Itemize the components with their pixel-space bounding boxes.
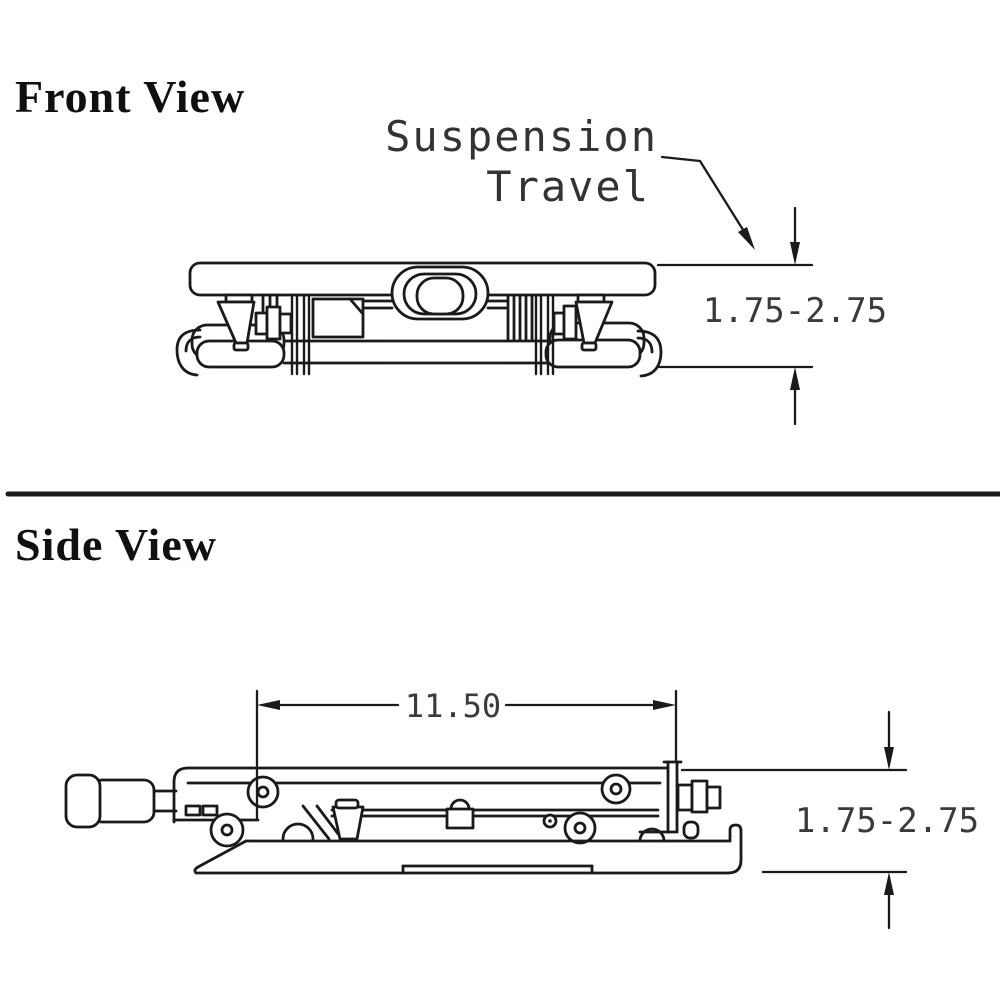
arrow-right-icon: [653, 700, 676, 710]
front-left-hanger: [216, 293, 293, 352]
front-right-hook: [636, 329, 663, 378]
callout-line-2: Travel: [486, 162, 650, 211]
front-view-drawing: [175, 261, 663, 378]
side-rollers: [209, 773, 632, 848]
arrow-up-icon: [790, 367, 800, 390]
side-width-dimension-value: 11.50: [404, 687, 502, 725]
arrow-down-icon: [790, 242, 800, 265]
suspension-travel-callout: Suspension Travel: [360, 112, 658, 212]
suspension-travel-leader-line: [660, 155, 752, 243]
side-view-dimensions: [255, 689, 908, 930]
front-height-dimension-value: 1.75-2.75: [702, 291, 888, 331]
front-center-bumper: [390, 265, 490, 321]
side-adjuster-knob: [64, 773, 178, 829]
front-right-hanger: [506, 293, 614, 352]
side-view-title: Side View: [15, 519, 217, 570]
side-view-drawing: [64, 760, 743, 875]
leader-arrowhead-icon: [738, 227, 755, 250]
arrow-down-icon: [884, 747, 894, 770]
front-left-hook: [175, 328, 202, 377]
front-vertical-posts: [290, 293, 555, 376]
arrow-left-icon: [257, 700, 280, 710]
width-dimension-lines: [255, 689, 678, 822]
side-height-dimension-value: 1.75-2.75: [794, 801, 980, 841]
callout-line-1: Suspension: [385, 112, 658, 161]
arrow-up-icon: [884, 872, 894, 895]
front-mid-structure: [311, 297, 508, 339]
front-view-dimensions: [656, 155, 814, 426]
side-height-dimension-lines: [680, 710, 908, 930]
front-view-title: Front View: [15, 71, 246, 122]
side-linkage: [196, 798, 666, 869]
side-right-end-bolt: [638, 760, 722, 840]
side-bottom-skid: [193, 823, 743, 875]
